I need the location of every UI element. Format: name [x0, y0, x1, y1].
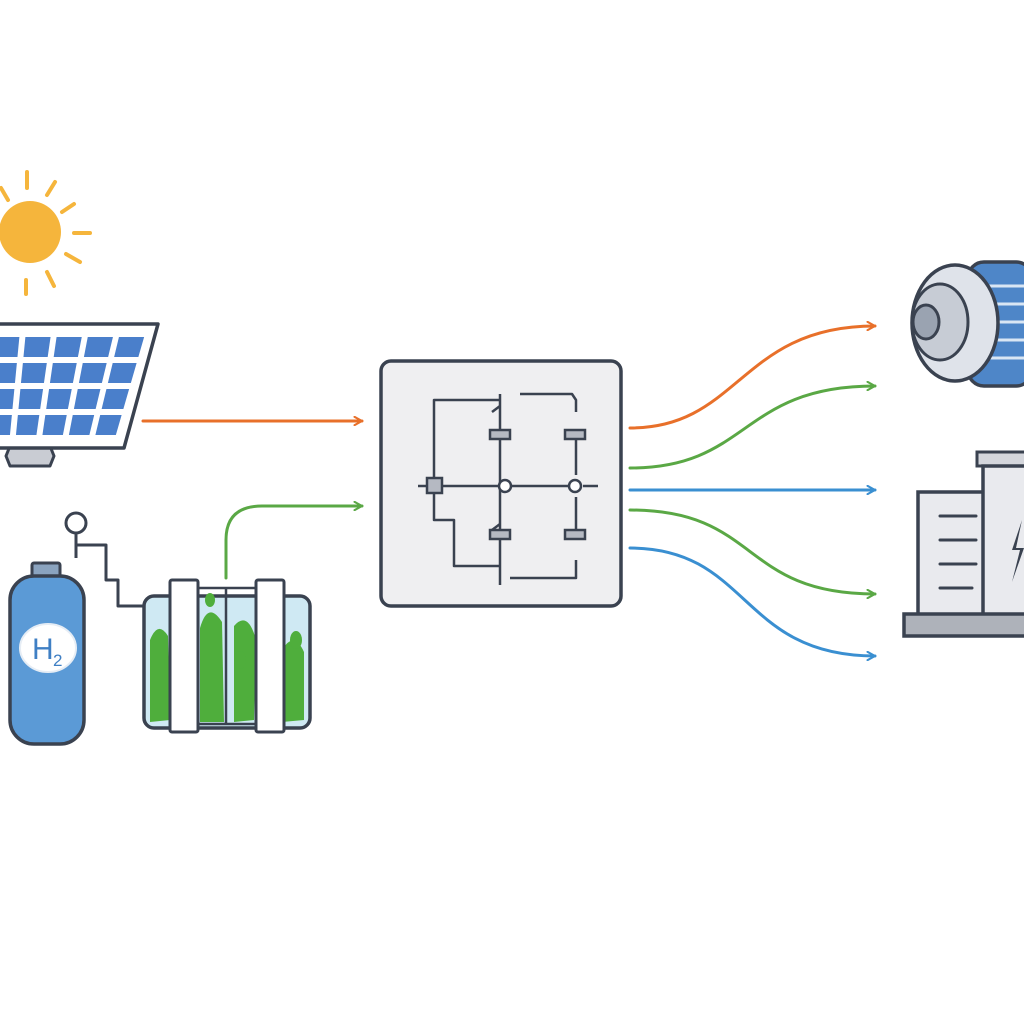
- solar-cell: [42, 415, 67, 435]
- solar-cell: [20, 363, 47, 383]
- power-converter-icon: [379, 359, 623, 608]
- hydrogen-label: H: [32, 633, 54, 666]
- solar-cell: [0, 337, 20, 357]
- solar-cell: [78, 363, 107, 383]
- solar-cell: [95, 415, 122, 435]
- sun-icon: [0, 170, 92, 296]
- solar-cell: [23, 337, 51, 357]
- solar-cell: [0, 415, 12, 435]
- solar-cell: [0, 363, 17, 383]
- solar-cell: [15, 415, 40, 435]
- output-flows: [628, 326, 877, 656]
- output-green-flow-arrow-upper: [628, 386, 877, 470]
- solar-cell: [101, 389, 130, 409]
- solar-cell: [53, 337, 82, 357]
- building-load-icon: [902, 450, 1024, 638]
- solar-cell: [0, 389, 15, 409]
- solar-panel-icon: [0, 322, 160, 468]
- solar-cell: [68, 415, 95, 435]
- solar-cell: [83, 337, 113, 357]
- input-flows: [141, 421, 364, 580]
- solar-cell: [114, 337, 145, 357]
- solar-cell: [73, 389, 101, 409]
- output-orange-flow-arrow: [628, 326, 877, 430]
- output-blue-flow-arrow-lower: [628, 546, 877, 656]
- electric-motor-icon: [910, 260, 1024, 388]
- solar-cell: [49, 363, 77, 383]
- fuel-cell-icon: [142, 578, 312, 734]
- solar-cell: [107, 363, 137, 383]
- solar-cell: [46, 389, 72, 409]
- fuel-cell-power-flow-arrow: [224, 506, 364, 580]
- hydrogen-subscript: 2: [53, 651, 62, 670]
- output-green-flow-arrow-lower: [628, 508, 877, 594]
- hydrogen-tank-icon: H 2: [8, 511, 150, 746]
- solar-cell: [18, 389, 44, 409]
